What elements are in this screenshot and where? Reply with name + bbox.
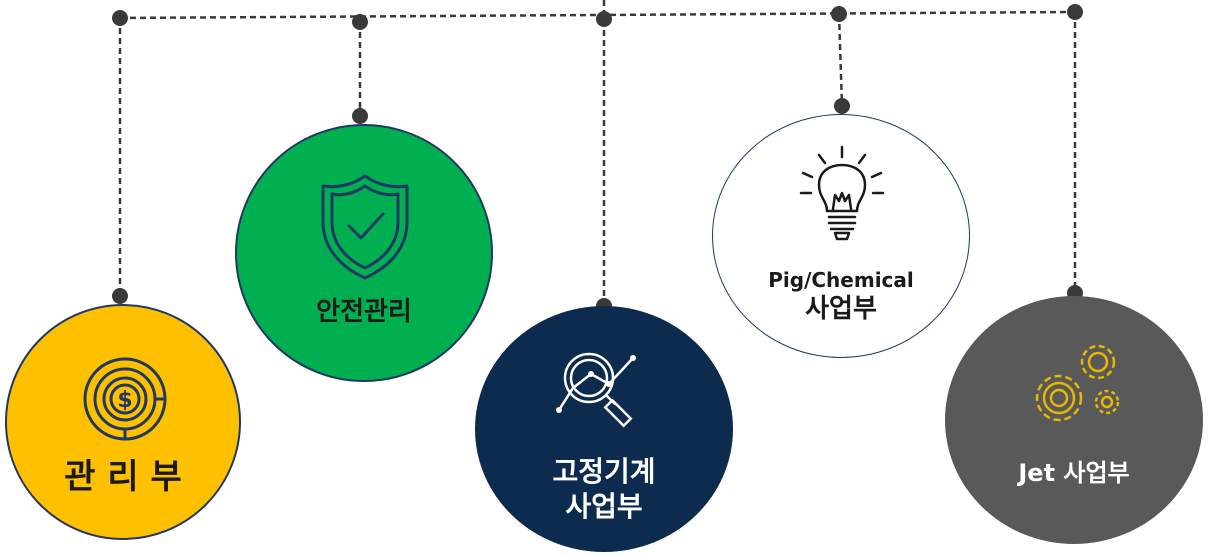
node-fixed: 고정기계 사업부 bbox=[475, 306, 733, 552]
node-safety-line-1: 안전관리 bbox=[316, 297, 412, 327]
anchor-dot bbox=[352, 108, 368, 124]
node-safety-label: 안전관리 bbox=[237, 296, 491, 329]
junction-dot bbox=[831, 6, 847, 22]
node-pig-line-2: 사업부 bbox=[805, 294, 877, 324]
node-jet: Jet 사업부 bbox=[945, 296, 1203, 544]
node-fixed-label: 고정기계 사업부 bbox=[477, 454, 731, 524]
node-pig-label: Pig/Chemical 사업부 bbox=[713, 267, 969, 327]
junction-dot bbox=[596, 11, 612, 27]
node-jet-line-1: Jet 사업부 bbox=[1018, 459, 1130, 487]
connector-pig bbox=[837, 13, 844, 107]
lightbulb-icon bbox=[799, 145, 885, 241]
junction-dot bbox=[1067, 4, 1083, 20]
dollar-target-icon: $ bbox=[83, 357, 167, 441]
gears-icon bbox=[1035, 344, 1120, 422]
node-pig: Pig/Chemical 사업부 bbox=[712, 114, 970, 358]
junction-dot bbox=[352, 14, 368, 30]
top-rail-line bbox=[119, 10, 1076, 20]
magnifier-chart-icon bbox=[556, 352, 636, 428]
node-safety: 안전관리 bbox=[235, 124, 493, 382]
node-mgmt-line-1: 관 리 부 bbox=[64, 457, 182, 497]
anchor-dot bbox=[112, 288, 128, 304]
node-pig-line-1: Pig/Chemical bbox=[768, 268, 914, 292]
node-jet-label: Jet 사업부 bbox=[947, 458, 1201, 488]
junction-dot bbox=[112, 10, 128, 26]
node-fixed-line-1: 고정기계 bbox=[552, 455, 656, 488]
node-fixed-line-2: 사업부 bbox=[565, 490, 643, 523]
node-mgmt: $ 관 리 부 bbox=[5, 304, 241, 540]
shield-check-icon bbox=[321, 174, 409, 280]
anchor-dot bbox=[834, 98, 850, 114]
svg-text:$: $ bbox=[117, 388, 132, 413]
node-mgmt-label: 관 리 부 bbox=[7, 456, 239, 499]
